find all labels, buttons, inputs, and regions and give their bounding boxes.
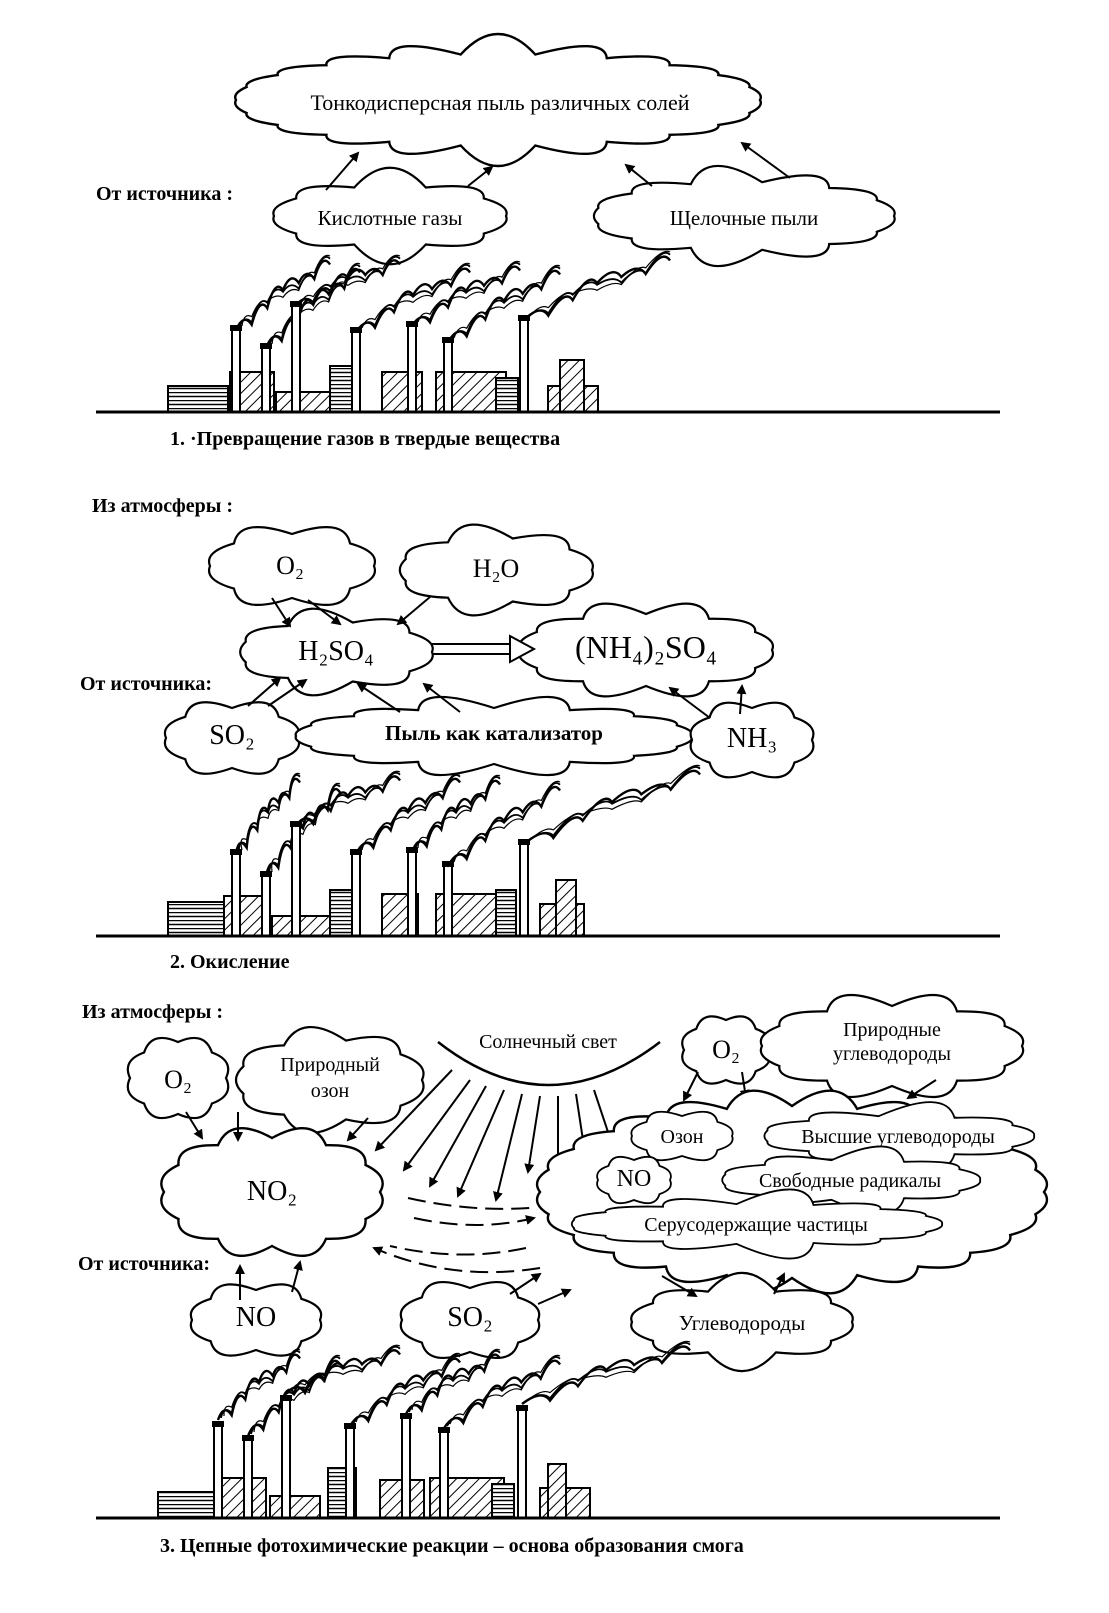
cloud-ozone-label: Озон (661, 1126, 704, 1148)
cloud-h2so4 (239, 607, 434, 697)
cloud-natural-ozone-label-2: озон (311, 1080, 350, 1102)
caption-3: 3. Цепные фотохимические реакции – основ… (160, 1535, 744, 1557)
cloud-no-inner-label: NO (617, 1166, 652, 1192)
cloud-o2-left-label: O₂ (164, 1065, 192, 1094)
caption-2: 2. Окисление (170, 951, 290, 973)
cloud-free-radicals-label: Свободные радикалы (759, 1170, 941, 1192)
factory-3 (96, 1340, 1000, 1520)
label-from-atmosphere-2: Из атмосферы : (92, 495, 233, 517)
cloud-higher-hydrocarbons (763, 1101, 1036, 1171)
arrows-from-sources (235, 1260, 785, 1305)
cloud-o2-label: O₂ (276, 551, 304, 580)
cloud-acid-gases-label: Кислотные газы (318, 206, 463, 230)
cloud-natural-hydrocarbons-label-1: Природные (843, 1019, 941, 1041)
panel-gas-to-solid: Тонкодисперсная пыль различных солей Кис… (96, 32, 1000, 450)
cloud-nh3 (689, 701, 815, 779)
cloud-natural-hydrocarbons (759, 994, 1025, 1098)
cloud-natural-hydrocarbons-label-2: углеводороды (833, 1043, 951, 1065)
cloud-so2-3 (399, 1280, 541, 1360)
cloud-h2o-label: H₂O (473, 554, 520, 583)
cloud-so2-3-label: SO₂ (447, 1302, 493, 1333)
factory-2 (96, 764, 1000, 938)
cloud-dust-catalyst-label: Пыль как катализатор (385, 721, 603, 745)
cloud-no-inner (596, 1155, 672, 1205)
caption-1: 1. ·Превращение газов в твердые вещества (170, 428, 560, 450)
label-from-source-2: От источника: (80, 673, 212, 695)
cloud-ozone (630, 1110, 734, 1162)
arrows-to-salt-dust (325, 141, 791, 191)
exchange-arrows (372, 1197, 541, 1274)
cloud-h2so4-label: H₂SO₄ (298, 636, 374, 667)
cloud-no2-label: NO₂ (247, 1176, 297, 1207)
label-from-source-3: От источника: (78, 1253, 210, 1275)
cloud-no-label: NO (236, 1302, 276, 1333)
cloud-sulfur-particles (570, 1188, 944, 1260)
cloud-so2 (163, 701, 301, 775)
label-from-source: От источника : (96, 183, 233, 205)
cloud-sulfur-particles-label: Серусодержащие частицы (644, 1214, 868, 1236)
cloud-hydrocarbons-label: Углеводороды (679, 1311, 805, 1335)
panel-oxidation: Из атмосферы : O₂ H₂O H₂SO₄ (NH₄)₂SO₄ От… (80, 495, 1000, 973)
cloud-o2 (207, 526, 377, 606)
double-arrow-h2so4-to-nh4so4 (432, 634, 537, 664)
cloud-alkaline-dust-label: Щелочные пыли (670, 206, 819, 230)
cloud-natural-ozone-label-1: Природный (280, 1054, 380, 1076)
cloud-nh3-label: NH₃ (727, 723, 777, 754)
cloud-ammonium-sulfate-label: (NH₄)₂SO₄ (575, 629, 717, 665)
factory-1 (96, 250, 1000, 414)
cloud-o2-right (681, 1015, 771, 1085)
cloud-higher-hydrocarbons-label: Высшие углеводороды (801, 1126, 995, 1148)
arrows-oxidation (247, 596, 747, 719)
label-from-atmosphere-3: Из атмосферы : (82, 1001, 223, 1023)
panel-photochemical-chain: Из атмосферы : Солнечный свет O₂ Природн… (78, 994, 1049, 1557)
cloud-dust-catalyst (294, 695, 694, 777)
cloud-h2o (398, 523, 594, 617)
sunlight-label: Солнечный свет (479, 1031, 617, 1053)
cloud-fine-salt-dust (234, 32, 762, 168)
cloud-natural-ozone (234, 1026, 425, 1134)
cloud-alkaline-dust (592, 164, 896, 268)
cloud-no2 (160, 1126, 384, 1258)
arrows-into-no2 (185, 1111, 369, 1142)
cloud-o2-left (126, 1036, 230, 1120)
cloud-fine-salt-dust-label: Тонкодисперсная пыль различных солей (310, 90, 689, 115)
cloud-acid-gases (272, 166, 508, 266)
cloud-so2-label: SO₂ (209, 720, 255, 751)
sun-arc (437, 1041, 661, 1087)
cloud-o2-right-label: O₂ (712, 1035, 740, 1064)
